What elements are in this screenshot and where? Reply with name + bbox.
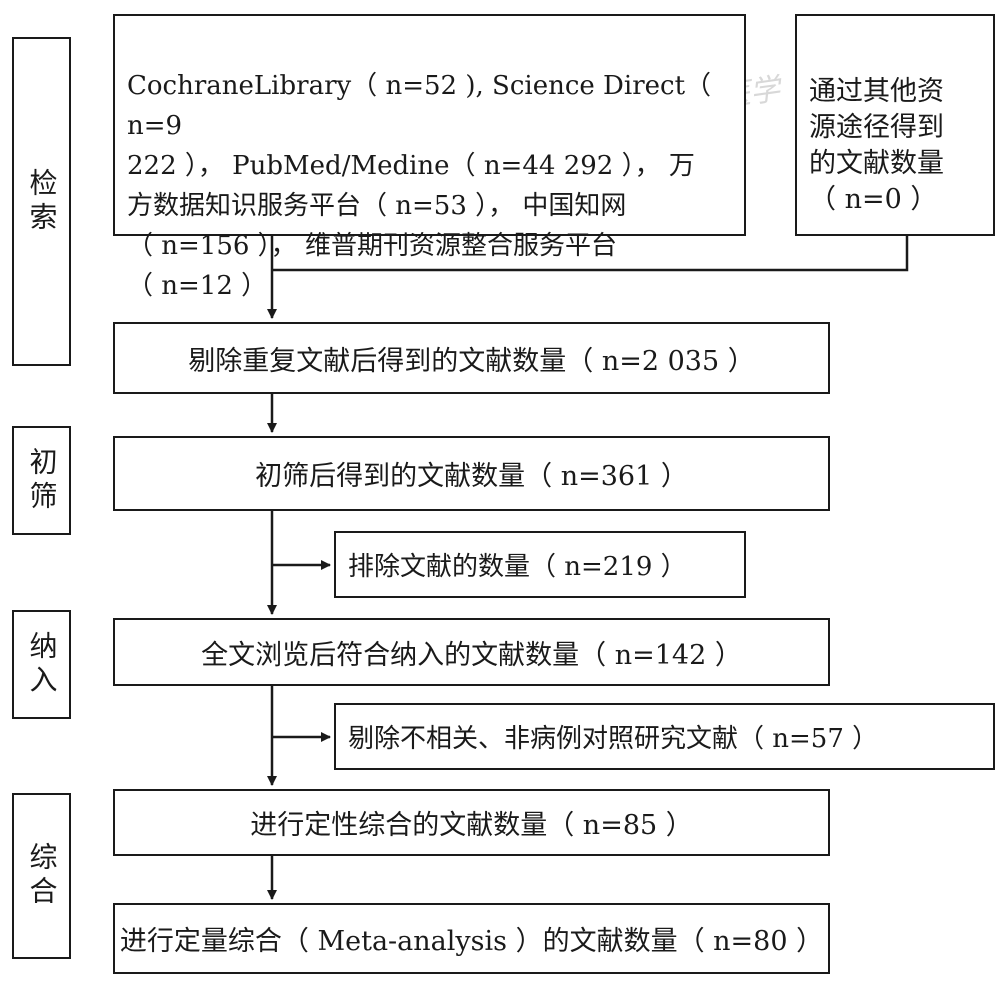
box-other-sources-text: 通过其他资 源途径得到 的文献数量 （ n=0 ） <box>809 76 944 215</box>
box-excluded-2: 剔除不相关、非病例对照研究文献（ n=57 ） <box>334 703 995 770</box>
connector-other-merge <box>272 235 909 272</box>
stage-inclusion-label: 纳入 <box>25 630 59 699</box>
stage-screening: 初筛 <box>12 426 71 535</box>
stage-screening-label: 初筛 <box>25 446 59 515</box>
box-qualitative: 进行定性综合的文献数量（ n=85 ） <box>113 789 830 856</box>
stage-search-label: 检索 <box>25 167 59 236</box>
stage-inclusion: 纳入 <box>12 610 71 719</box>
box-qualitative-text: 进行定性综合的文献数量（ n=85 ） <box>250 810 693 841</box>
box-excluded-1: 排除文献的数量（ n=219 ） <box>334 531 746 598</box>
box-after-screening-text: 初筛后得到的文献数量（ n=361 ） <box>255 461 688 492</box>
box-after-dedup-text: 剔除重复文献后得到的文献数量（ n=2 035 ） <box>188 345 755 377</box>
box-other-sources: 通过其他资 源途径得到 的文献数量 （ n=0 ） <box>795 14 995 236</box>
stage-search: 检索 <box>12 37 71 366</box>
stage-synthesis: 综合 <box>12 793 71 959</box>
box-quantitative: 进行定量综合（ Meta-analysis ）的文献数量（ n=80 ） <box>113 903 830 974</box>
box-full-text: 全文浏览后符合纳入的文献数量（ n=142 ） <box>113 618 830 686</box>
box-databases: CochraneLibrary（ n=52 ), Science Direct（… <box>113 14 746 301</box>
box-excluded-1-text: 排除文献的数量（ n=219 ） <box>348 552 687 582</box>
box-quantitative-text: 进行定量综合（ Meta-analysis ）的文献数量（ n=80 ） <box>119 926 824 957</box>
box-excluded-2-text: 剔除不相关、非病例对照研究文献（ n=57 ） <box>348 724 879 754</box>
box-after-dedup: 剔除重复文献后得到的文献数量（ n=2 035 ） <box>113 322 830 394</box>
box-databases-text: CochraneLibrary（ n=52 ), Science Direct（… <box>127 71 712 301</box>
stage-synthesis-label: 综合 <box>25 842 59 910</box>
box-after-screening: 初筛后得到的文献数量（ n=361 ） <box>113 436 830 511</box>
box-full-text-text: 全文浏览后符合纳入的文献数量（ n=142 ） <box>201 639 742 671</box>
